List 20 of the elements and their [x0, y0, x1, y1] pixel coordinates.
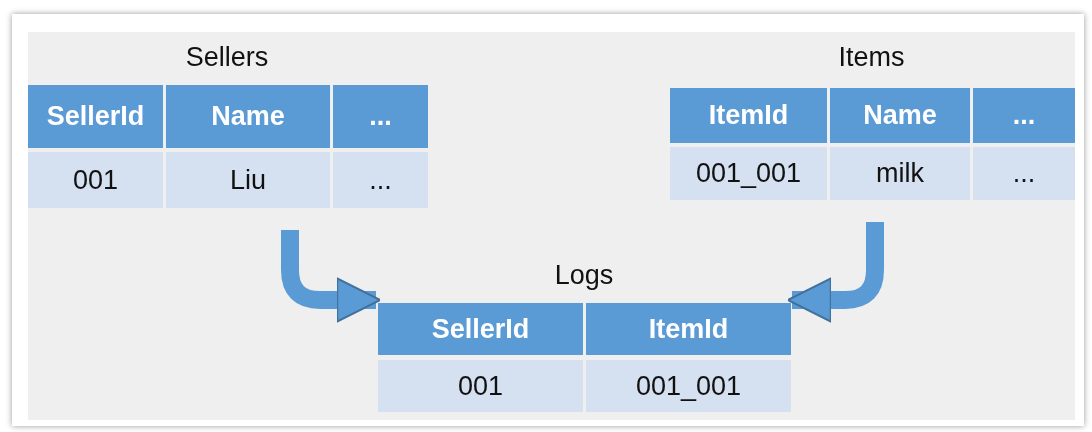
- column-header: SellerId: [378, 303, 583, 355]
- table-title: Logs: [554, 260, 614, 291]
- table-value: ...: [333, 152, 428, 208]
- table-value: milk: [830, 147, 970, 200]
- table-value: ...: [973, 147, 1075, 200]
- table-value: 001: [28, 152, 163, 208]
- table-value: 001: [378, 360, 583, 412]
- column-header: ...: [333, 85, 428, 148]
- table-title: Sellers: [185, 42, 269, 73]
- curved-arrow: [786, 222, 884, 323]
- column-header: Name: [830, 88, 970, 143]
- table-value: Liu: [166, 152, 330, 208]
- column-header: ...: [973, 88, 1075, 143]
- column-header: Name: [166, 85, 330, 148]
- table-value: 001_001: [586, 360, 791, 412]
- table-value: 001_001: [670, 147, 827, 200]
- column-header: SellerId: [28, 85, 163, 148]
- column-header: ItemId: [670, 88, 827, 143]
- table-title: Items: [838, 42, 905, 73]
- column-header: ItemId: [586, 303, 791, 355]
